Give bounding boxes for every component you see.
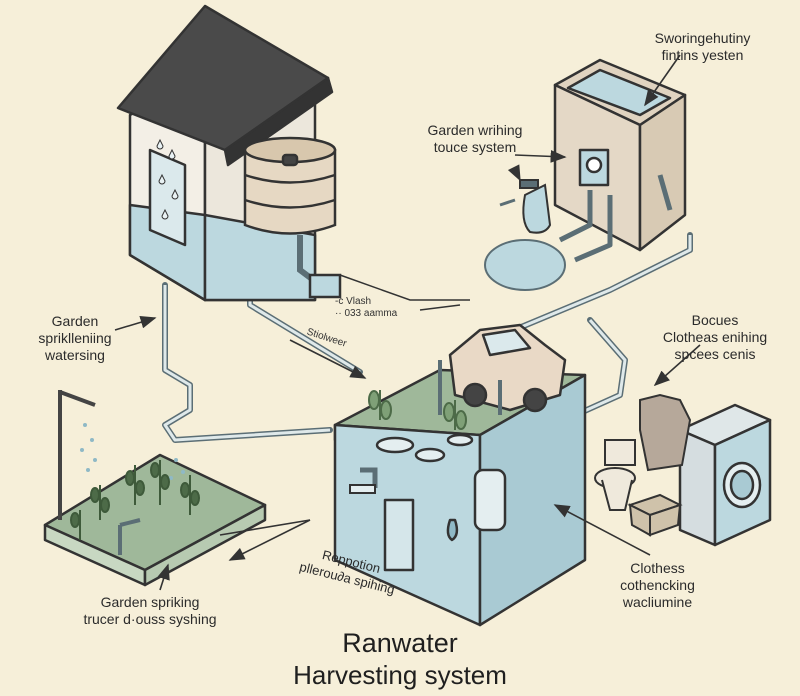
label-top-right: Sworingehutiny fintins yesten — [654, 30, 751, 63]
house-icon — [116, 4, 334, 302]
shower-icon — [349, 467, 378, 494]
label-right-middle: Bocues Clotheas enihing spcees cenis — [662, 312, 768, 362]
title-line-1: Ranwater — [342, 628, 458, 658]
label-bottom-right: Clothess cothencking wacliumine — [620, 560, 695, 610]
plants — [368, 390, 467, 430]
label-car-wash-note: -c Vlash ·· 033 aamma — [335, 296, 398, 319]
spray-bottle-icon — [499, 179, 552, 234]
label-bottom-left: Garden spriking trucer d·ouss syshing — [83, 594, 217, 627]
title-line-2: Harvesting system — [293, 660, 507, 690]
laundry-basket-icon — [627, 493, 683, 537]
laundry-clothes-icon — [639, 393, 692, 472]
sprinkler-drops — [80, 423, 185, 480]
car-icon — [438, 323, 567, 415]
tank-icon — [553, 58, 687, 263]
label-garden-sprinkling: Garden spriklleniing watersing — [38, 313, 112, 363]
toilet-icon — [594, 439, 636, 511]
washing-machine-icon — [678, 403, 772, 547]
water-puddle — [484, 239, 566, 291]
rain-barrel-icon — [243, 136, 342, 299]
garden-plants — [70, 460, 200, 540]
pointer-arrows — [114, 54, 701, 591]
garden-icon — [43, 390, 267, 587]
label-garden-washing: Garden wrihing touce system — [427, 122, 523, 155]
rain-drops — [156, 138, 179, 220]
